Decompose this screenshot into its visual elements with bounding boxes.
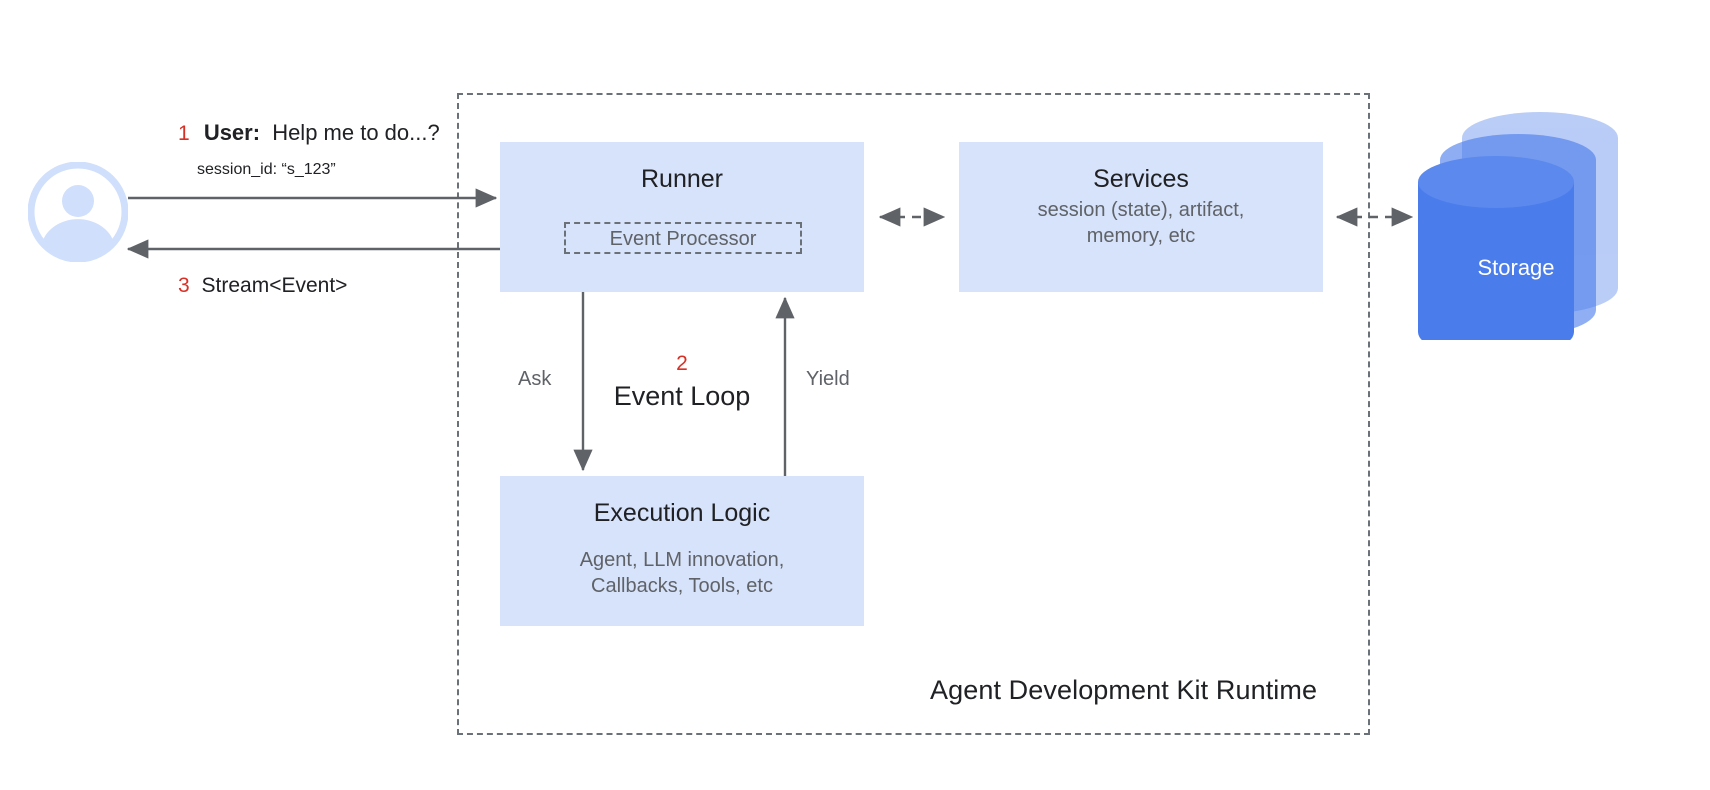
storage-node	[1400, 90, 1680, 358]
request-text: Help me to do...?	[272, 120, 440, 145]
execution-logic-node: Execution Logic Agent, LLM innovation, C…	[500, 476, 864, 626]
event-processor-node	[564, 222, 802, 254]
services-subtitle: session (state), artifact, memory, etc	[1037, 199, 1245, 248]
execution-logic-title: Execution Logic	[593, 499, 771, 527]
request-step-number: 1	[178, 122, 190, 145]
response-step-number: 3	[178, 274, 190, 297]
event-processor-label: Event Processor	[609, 228, 757, 250]
services-title: Services	[1093, 165, 1189, 193]
ask-label: Ask	[518, 368, 552, 390]
execution-logic-subtitle: Agent, LLM innovation, Callbacks, Tools,…	[579, 549, 785, 598]
runtime-container	[457, 93, 1370, 735]
request-message: 1 User: Help me to do...?	[178, 120, 440, 146]
runner-title: Runner	[641, 165, 723, 193]
response-message: 3 Stream<Event>	[178, 274, 347, 298]
request-session-meta: session_id: “s_123”	[197, 161, 336, 178]
user-avatar	[27, 161, 129, 263]
runner-node: Runner	[500, 142, 864, 292]
yield-label: Yield	[806, 368, 850, 390]
runtime-title: Agent Development Kit Runtime	[930, 675, 1318, 705]
person-circle-icon	[27, 161, 129, 263]
database-stack-icon	[1418, 112, 1618, 358]
services-node: Services session (state), artifact, memo…	[959, 142, 1323, 292]
event-loop-title: Event Loop	[613, 381, 751, 411]
request-actor-label: User:	[203, 120, 261, 145]
event-loop-step-number: 2	[676, 352, 688, 375]
response-text: Stream<Event>	[201, 274, 348, 297]
